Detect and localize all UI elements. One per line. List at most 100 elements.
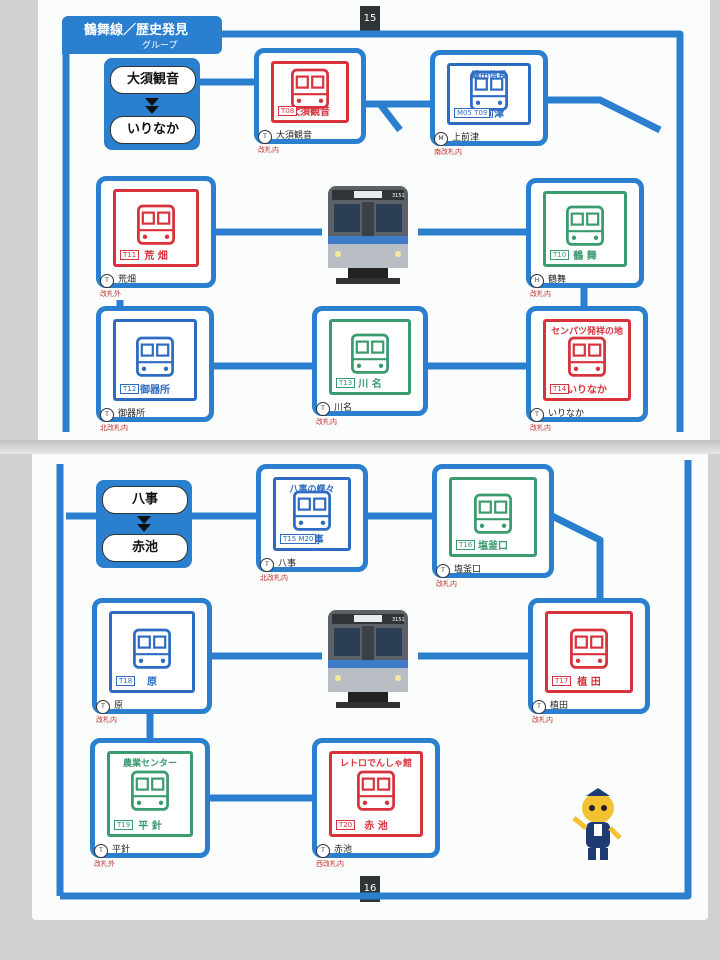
train-number: 3151 <box>392 617 405 623</box>
stamp-station-code: T13 <box>336 378 356 388</box>
gate-location-label: 西改札内 <box>316 860 344 868</box>
stamp-station-code: T19 <box>114 820 134 830</box>
route-from-station: 八事 <box>102 486 188 514</box>
station-name: 鶴舞 <box>548 275 567 285</box>
station-name: 塩釜口 <box>454 565 482 575</box>
line-code-badge: T <box>96 700 110 714</box>
stamp-station-label: 塩釜口 <box>478 541 508 552</box>
train-front-icon <box>133 628 171 669</box>
train-front-icon <box>136 336 174 377</box>
bottom-station-box: 農業センター 平 針 T19 <box>90 738 210 858</box>
stamp-station-label: 荒 畑 <box>144 251 168 262</box>
stamp-station-code: M05 T09 <box>454 108 491 118</box>
subway-train-icon: 3151 <box>328 610 408 708</box>
station-name: 川名 <box>334 403 353 413</box>
stamp-caption: レトロでんしゃ館 <box>339 759 412 769</box>
bottom-station-box: 植 田 T17 <box>528 598 650 714</box>
station-name: 上前津 <box>452 133 480 143</box>
train-front-icon <box>137 204 175 245</box>
train-front-icon <box>291 68 329 109</box>
train-front-icon <box>293 490 331 531</box>
stamp-station-code: T12 <box>120 384 140 394</box>
station-name: 平針 <box>112 845 131 855</box>
line-code-badge: T <box>100 408 114 422</box>
stamp-station-label: 赤 池 <box>364 821 388 832</box>
route-from-station: 大須観音 <box>110 66 196 94</box>
arrow-down-icon <box>137 524 151 532</box>
line-code-badge: T <box>100 274 114 288</box>
train-number: 3151 <box>392 193 405 199</box>
train-front-icon <box>351 333 389 374</box>
stamp-station-label: 川 名 <box>358 379 382 390</box>
book-spine <box>0 440 720 454</box>
header-title: 鶴舞線／歴史発見 <box>84 23 189 38</box>
station-name: 八事 <box>278 559 297 569</box>
station-stamp: 植 田 T17 <box>545 611 633 693</box>
stamp-caption: センパツ発祥の地 <box>550 327 623 337</box>
station-name: 赤池 <box>334 845 353 855</box>
stamp-station-code: T15 M20 <box>280 534 317 544</box>
gate-location-label: 北改札内 <box>260 574 288 582</box>
route-to-station: いりなか <box>110 116 196 144</box>
stamp-station-label: 平 針 <box>138 821 162 832</box>
gate-location-label: 改札外 <box>94 860 115 868</box>
route-badge-bottom: 八事 赤池 <box>96 480 192 568</box>
arrow-down-icon <box>145 106 159 114</box>
route-to-station: 赤池 <box>102 534 188 562</box>
station-stamp: 織田信長 上前津M05 T09 <box>447 63 531 125</box>
stamp-caption: 織田信長 <box>470 71 507 81</box>
top-station-box: 織田信長 上前津 M05 T09 <box>430 50 548 146</box>
bottom-station-box: 原 T18 <box>92 598 212 714</box>
station-name: 荒畑 <box>118 275 137 285</box>
train-front-icon <box>566 205 604 246</box>
train-front-icon <box>357 770 395 811</box>
stamp-station-label: 原 <box>147 677 157 688</box>
stamp-station-code: T17 <box>552 676 572 686</box>
station-stamp: 荒 畑 T11 <box>113 189 199 267</box>
gate-location-label: 改札内 <box>316 418 337 426</box>
gate-location-label: 北改札内 <box>100 424 128 432</box>
stamp-station-label: 鶴 舞 <box>573 251 597 262</box>
train-front-icon <box>570 628 608 669</box>
stamp-caption: 農業センター <box>122 759 177 769</box>
stamp-station-label: 植 田 <box>577 677 601 688</box>
line-code-badge: T <box>316 844 330 858</box>
stamp-station-code: T18 <box>116 676 136 686</box>
stamp-station-label: 大須観音 <box>290 107 330 118</box>
stamp-station-code: T10 <box>550 250 570 260</box>
line-code-badge: T <box>530 408 544 422</box>
stamp-station-code: T11 <box>120 250 140 260</box>
gate-location-label: 改札内 <box>96 716 117 724</box>
line-code-badge: T <box>436 564 450 578</box>
gate-location-label: 改札内 <box>436 580 457 588</box>
train-front-icon <box>568 336 606 377</box>
header-subtitle: グループ <box>142 41 178 51</box>
line-code-badge: T <box>94 844 108 858</box>
arrow-down-icon <box>145 98 159 106</box>
subway-train-icon: 3151 <box>328 186 408 284</box>
stamp-station-label: 御器所 <box>140 385 170 396</box>
stamp-station-code: T08 <box>278 106 298 116</box>
gate-location-label: 改札内 <box>530 290 551 298</box>
gate-location-label: 改札内 <box>258 146 279 154</box>
page-number-top: 15 <box>360 6 380 32</box>
arrow-down-icon <box>137 516 151 524</box>
train-front-icon <box>474 493 512 534</box>
station-stamp: 原 T18 <box>109 611 195 693</box>
line-code-badge: T <box>532 700 546 714</box>
line-code-badge: T <box>258 130 272 144</box>
